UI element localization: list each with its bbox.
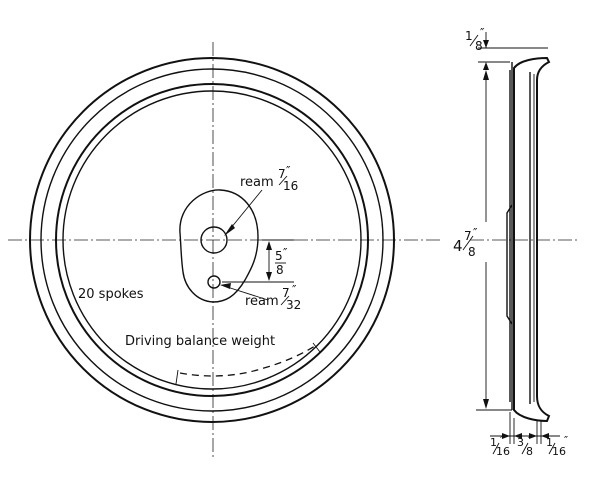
- wheel-flange-profile: [513, 56, 551, 423]
- offset-denominator: 8: [276, 263, 284, 277]
- hub-step: [506, 204, 513, 325]
- offset-arrow-top: [266, 241, 272, 250]
- side-view: 1 ″ 8 4 7 ″ 8 1 16 ″ 3 8 ″ 1 16: [453, 26, 578, 458]
- balance-weight-label: Driving balance weight: [125, 334, 275, 349]
- top-numerator: 1: [465, 29, 473, 43]
- top-fraction-bar: [469, 34, 479, 47]
- ream-lower-label: ream: [245, 294, 279, 309]
- crankpin-hole: [207, 275, 221, 289]
- flange-outer-circle: [29, 57, 395, 423]
- bottom-mid-denominator: 8: [526, 445, 533, 458]
- bottom-left-numerator: 1: [490, 436, 497, 449]
- bottom-left-fraction-bar: [492, 442, 500, 455]
- flange-inner-circle: [40, 68, 384, 412]
- balance-weight-arc: [179, 345, 316, 377]
- axle-bore: [200, 226, 228, 254]
- ream-lower-leader: [223, 285, 269, 301]
- bottom-right-unit: ″: [564, 434, 568, 447]
- ream-lower-size-denominator: 32: [286, 298, 301, 312]
- bottom-mid-unit: ″: [528, 434, 532, 447]
- boss-outline: [179, 189, 259, 303]
- ream-upper-unit: ″: [286, 164, 291, 178]
- bottom-arrow-3: [529, 433, 537, 439]
- spokes-label: 20 spokes: [78, 287, 144, 302]
- tread-outer-circle: [55, 83, 369, 397]
- diameter-arrow-bottom: [483, 399, 489, 409]
- diameter-unit: ″: [473, 226, 478, 240]
- diameter-fraction-bar: [462, 235, 474, 251]
- diameter-whole: 4: [453, 237, 463, 255]
- ream-lower-fraction-bar: [280, 295, 290, 306]
- top-denominator: 8: [475, 39, 483, 53]
- top-dimension-arrow-lower: [483, 62, 489, 70]
- ream-lower-unit: ″: [292, 283, 297, 297]
- ream-upper-arrowhead: [224, 224, 235, 236]
- top-unit: ″: [480, 26, 485, 40]
- bottom-mid-numerator: 3: [517, 436, 524, 449]
- offset-numerator: 5: [275, 249, 283, 263]
- ream-upper-label: ream: [240, 175, 274, 190]
- diameter-numerator: 7: [464, 229, 472, 243]
- diameter-denominator: 8: [468, 245, 476, 259]
- diameter-arrow-top: [483, 70, 489, 80]
- ream-lower-size-numerator: 7: [282, 286, 290, 300]
- balance-weight-end-right: [312, 342, 321, 353]
- bottom-arrow-4: [541, 433, 549, 439]
- bottom-right-denominator: 16: [552, 445, 566, 458]
- front-view: ream 7 ″ 16 5 ″ 8 ream 7 ″ 32 20 spokes …: [8, 42, 440, 458]
- balance-weight-end-left: [175, 369, 179, 385]
- rim-inner-circle: [62, 90, 362, 390]
- offset-unit: ″: [283, 246, 288, 260]
- bottom-arrow-2: [514, 433, 522, 439]
- ream-lower-arrowhead: [220, 283, 231, 289]
- bottom-arrow-1: [502, 433, 510, 439]
- bottom-right-numerator: 1: [546, 436, 553, 449]
- bottom-mid-fraction-bar: [521, 442, 529, 455]
- ream-upper-size-numerator: 7: [278, 167, 286, 181]
- bottom-left-denominator: 16: [496, 445, 510, 458]
- ream-upper-fraction-bar: [278, 175, 288, 186]
- offset-arrow-bottom: [266, 272, 272, 281]
- top-dimension-arrow: [483, 40, 489, 48]
- ream-upper-size-denominator: 16: [283, 179, 298, 193]
- bottom-left-unit: ″: [500, 434, 504, 447]
- bottom-right-fraction-bar: [548, 442, 556, 455]
